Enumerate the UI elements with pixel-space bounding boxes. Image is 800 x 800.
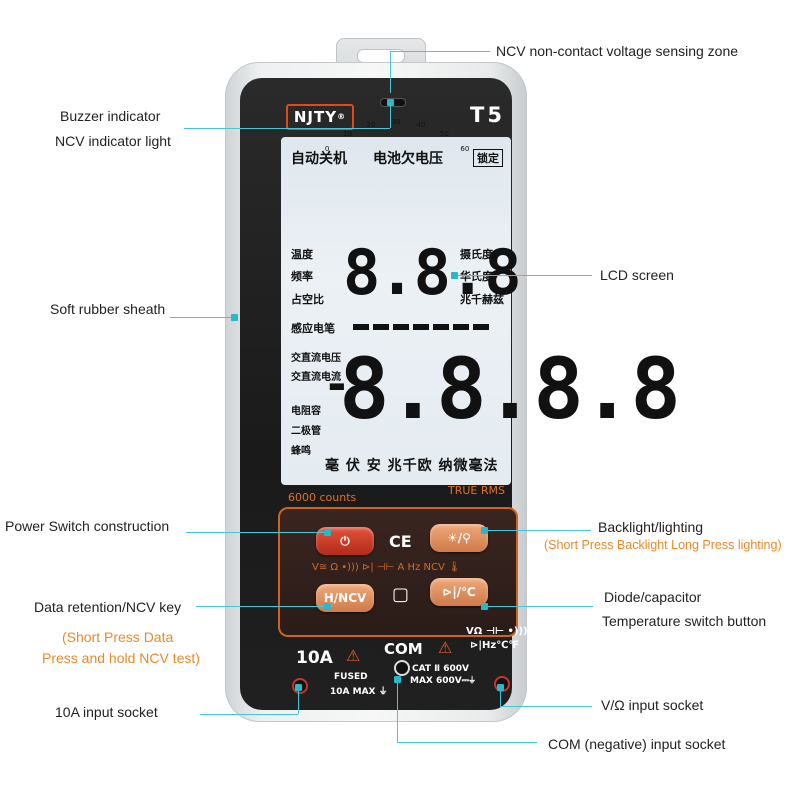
cat-rating-label: CAT Ⅱ 600V bbox=[412, 664, 469, 674]
leader-diode bbox=[487, 606, 593, 607]
lcd-label-buzz: 蜂鸣 bbox=[291, 446, 311, 457]
scale-tick-label: 10 bbox=[343, 130, 353, 139]
lcd-label-diode: 二极管 bbox=[291, 426, 321, 437]
lcd-label-freq: 频率 bbox=[291, 270, 313, 283]
socket-label-10a: 10A bbox=[296, 648, 333, 668]
lcd-label-temp: 温度 bbox=[291, 248, 313, 261]
dot-hold bbox=[324, 603, 331, 610]
lcd-big-digits: 8.8.8.8 bbox=[339, 340, 681, 438]
label-hold: Data retention/NCV key bbox=[34, 599, 182, 615]
label-hold-note-1: (Short Press Data bbox=[62, 629, 174, 645]
socket-com[interactable] bbox=[394, 660, 410, 676]
lcd-label-mkhz: 兆千赫兹 bbox=[460, 293, 504, 306]
dot-10a bbox=[295, 684, 302, 691]
model-number: T5 bbox=[470, 103, 505, 127]
scale-tick-label: 50 bbox=[439, 130, 449, 139]
10a-max-label: 10A MAX ⏚ bbox=[330, 687, 388, 697]
leader-ncv-zone bbox=[390, 51, 490, 52]
leader-10a-v bbox=[298, 688, 299, 714]
leader-buzzer bbox=[184, 128, 390, 129]
scale-tick-label: 0 bbox=[324, 144, 330, 153]
lcd-label-acdc-a: 交直流电流 bbox=[291, 372, 341, 383]
leader-lcd bbox=[457, 275, 592, 276]
label-backlight: Backlight/lighting bbox=[598, 519, 704, 535]
lcd-ncv-label: 感应电笔 bbox=[291, 322, 335, 335]
dot-vo bbox=[497, 684, 504, 691]
lcd-label-fahrenheit: 华氏度 bbox=[460, 270, 493, 283]
dot-com bbox=[394, 676, 401, 683]
lcd-screen: 自动关机 电池欠电压 锁定 0 10 20 30 40 50 60 温度 频率 占空比 8.… bbox=[281, 118, 681, 485]
leader-vo-v bbox=[500, 688, 501, 706]
lcd-minus-sign: - bbox=[323, 357, 351, 411]
leader-com-v bbox=[397, 676, 398, 742]
warning-icon-1: ⚠ bbox=[346, 646, 361, 665]
label-com-socket: COM (negative) input socket bbox=[548, 736, 726, 752]
backlight-icon: ☀/⚲ bbox=[447, 531, 471, 545]
leader-vo bbox=[500, 706, 592, 707]
label-sheath: Soft rubber sheath bbox=[50, 301, 166, 317]
lcd-lock: 锁定 bbox=[473, 149, 503, 167]
label-vo-socket: V/Ω input socket bbox=[601, 697, 704, 713]
function-symbols-row: V≅ Ω •))) ⊳| ⊣⊢ A Hz NCV 🌡 bbox=[312, 562, 461, 573]
leader-sheath bbox=[170, 317, 232, 318]
dot-lcd bbox=[451, 272, 458, 279]
dot-buzzer bbox=[387, 99, 394, 106]
lcd-label-duty: 占空比 bbox=[291, 293, 324, 306]
label-backlight-note: (Short Press Backlight Long Press lighti… bbox=[544, 538, 782, 552]
scale-tick-label: 30 bbox=[391, 118, 401, 126]
dot-backlight bbox=[481, 527, 488, 534]
socket-label-com: COM bbox=[384, 640, 423, 658]
lcd-label-acdc-v: 交直流电压 bbox=[291, 353, 341, 364]
label-lcd: LCD screen bbox=[600, 267, 674, 283]
max600-label: MAX 600V⎓⏚ bbox=[410, 676, 476, 686]
ce-mark: CE bbox=[389, 532, 412, 551]
fused-label: FUSED bbox=[334, 672, 368, 682]
dot-power bbox=[324, 529, 331, 536]
label-temp: Temperature switch button bbox=[602, 613, 767, 629]
select-button[interactable]: ⊳|/℃ bbox=[430, 578, 488, 606]
leader-backlight bbox=[487, 530, 591, 531]
leader-buzzer-v bbox=[390, 103, 391, 128]
label-10a-socket: 10A input socket bbox=[55, 704, 158, 720]
lcd-low-battery: 电池欠电压 bbox=[373, 151, 443, 167]
scale-tick-label: 20 bbox=[366, 121, 376, 130]
label-ncv-light: NCV indicator light bbox=[55, 133, 171, 149]
label-diode: Diode/capacitor bbox=[604, 589, 702, 605]
square-mark: ▢ bbox=[392, 584, 410, 605]
dot-sheath bbox=[231, 314, 238, 321]
leader-10a bbox=[200, 714, 298, 715]
lcd-label-celsius: 摄氏度 bbox=[460, 248, 493, 261]
true-rms-label: TRUE RMS bbox=[448, 484, 505, 497]
label-buzzer: Buzzer indicator bbox=[60, 108, 161, 124]
leader-com bbox=[397, 742, 537, 743]
lcd-analog-scale bbox=[281, 171, 511, 231]
leader-power bbox=[186, 532, 326, 533]
scale-tick-label: 60 bbox=[460, 144, 470, 153]
socket-label-vo-bot: ⊳|Hz℃℉ bbox=[470, 640, 520, 651]
lcd-label-res-cap: 电阻容 bbox=[291, 406, 321, 417]
label-ncv-zone: NCV non-contact voltage sensing zone bbox=[496, 43, 739, 59]
scale-tick-label: 40 bbox=[416, 121, 426, 130]
leader-hold bbox=[196, 606, 326, 607]
dot-diode bbox=[481, 603, 488, 610]
lcd-ncv-bars bbox=[353, 324, 489, 330]
label-power: Power Switch construction bbox=[5, 518, 170, 534]
lcd-small-digits: 8.8.8 bbox=[343, 236, 522, 309]
power-icon: ⏻ bbox=[340, 534, 350, 548]
lcd-auto-off: 自动关机 bbox=[291, 151, 347, 167]
backlight-button[interactable]: ☀/⚲ bbox=[430, 524, 488, 552]
socket-label-vo-top: VΩ ⊣⊢ •))) bbox=[466, 626, 528, 637]
leader-ncv-zone-v bbox=[390, 51, 391, 93]
label-hold-note-2: Press and hold NCV test) bbox=[42, 650, 200, 666]
counts-label: 6000 counts bbox=[288, 491, 357, 504]
brand-logo: NJTY® bbox=[286, 104, 354, 130]
lcd-units-row: 毫 伏 安 兆千欧 纳微毫法 bbox=[325, 458, 499, 474]
warning-icon-2: ⚠ bbox=[438, 638, 453, 657]
